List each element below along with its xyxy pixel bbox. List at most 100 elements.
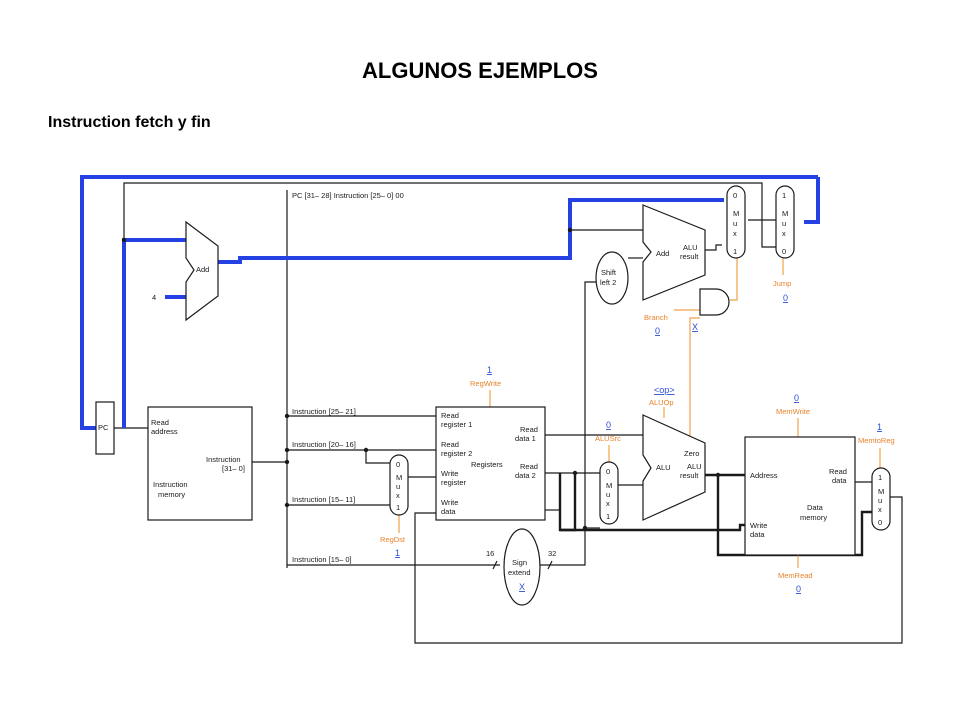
reg-name: Registers	[471, 460, 503, 469]
reg-rr2b: register 2	[441, 449, 472, 458]
signext-l2: extend	[508, 568, 531, 577]
branch-label: Branch	[644, 313, 668, 322]
mux-regdst-m: M	[396, 473, 402, 482]
branch-and-gate	[699, 288, 730, 316]
mux-alusrc-u: u	[606, 490, 610, 499]
imem-name-label: Instruction	[153, 480, 188, 489]
signext-out-bits: 32	[548, 549, 556, 558]
reg-wra: Write	[441, 469, 458, 478]
pc-register: PC	[95, 401, 115, 455]
reg-rr1b: register 1	[441, 420, 472, 429]
mux-jump-u: u	[782, 219, 786, 228]
mux-regdst-bot: 1	[396, 503, 400, 512]
constant-four: 4	[152, 293, 156, 302]
shift-l1: Shift	[601, 268, 617, 277]
mux-memtoreg-u: u	[878, 496, 882, 505]
mux-alusrc-top: 0	[606, 467, 610, 476]
reg-rd1b: data 1	[515, 434, 536, 443]
data-memory: Address Read data Write data Data memory	[744, 436, 856, 556]
dmem-data: data	[832, 476, 847, 485]
mux-alusrc-x: x	[606, 499, 610, 508]
jump-value: 0	[783, 293, 788, 303]
datapath-wires	[114, 182, 903, 644]
dmem-write: Write	[750, 521, 767, 530]
mux-jump-x: x	[782, 229, 786, 238]
alu: ALU Zero ALU result	[642, 414, 706, 521]
reg-wdb: data	[441, 507, 456, 516]
mux-alusrc-m: M	[606, 481, 612, 490]
instruction-memory: Read address Instruction [31– 0] Instruc…	[147, 406, 253, 521]
aluop-label: ALUOp	[649, 398, 674, 407]
aluop-value: <op>	[654, 385, 675, 395]
mux-branch-bot: 1	[733, 247, 737, 256]
reg-rr1a: Read	[441, 411, 459, 420]
shift-l2: left 2	[600, 278, 616, 287]
reg-rd2b: data 2	[515, 471, 536, 480]
branch-alu-label: ALU	[683, 243, 698, 252]
memtoreg-value: 1	[877, 422, 882, 432]
pc-adder: Add 4	[152, 220, 219, 322]
register-file: Read register 1 Read register 2 Write re…	[435, 406, 546, 521]
mux-branch-top: 0	[733, 191, 737, 200]
mux-jump: 1 M u x 0	[775, 185, 795, 259]
mux-branch-m: M	[733, 209, 739, 218]
mux-memtoreg-x: x	[878, 505, 882, 514]
reg-wda: Write	[441, 498, 458, 507]
mux-memtoreg-top: 1	[878, 473, 882, 482]
mux-jump-bot: 0	[782, 247, 786, 256]
mux-memtoreg-bot: 0	[878, 518, 882, 527]
imem-address-label: address	[151, 427, 178, 436]
dmem-write-data: data	[750, 530, 765, 539]
dmem-read: Read	[829, 467, 847, 476]
mux-memtoreg-m: M	[878, 487, 884, 496]
dmem-memory: memory	[800, 513, 827, 522]
mux-memtoreg: 1 M u x 0	[871, 467, 891, 531]
jump-label: Jump	[773, 279, 791, 288]
field-rd: Instruction [15– 11]	[292, 495, 355, 504]
active-path	[80, 175, 820, 430]
junction-dots	[121, 227, 721, 531]
mux-regdst-top: 0	[396, 460, 400, 469]
signext-l1: Sign	[512, 558, 527, 567]
mux-regdst-u: u	[396, 482, 400, 491]
mux-regdst-x: x	[396, 491, 400, 500]
dmem-name: Data	[807, 503, 824, 512]
shift-left-2: Shift left 2	[595, 251, 629, 305]
field-imm: Instruction [15– 0]	[292, 555, 352, 564]
memwrite-label: MemWrite	[776, 407, 810, 416]
regdst-value: 1	[395, 548, 400, 558]
memtoreg-label: MemtoReg	[858, 436, 895, 445]
zero-value: X	[692, 322, 698, 332]
branch-add-label: Add	[656, 249, 669, 258]
mux-branch-x: x	[733, 229, 737, 238]
jump-address-label: PC [31– 28] Instruction [25– 0] 00	[292, 191, 404, 200]
pc-label: PC	[98, 423, 109, 432]
memread-value: 0	[796, 584, 801, 594]
slide-subtitle: Instruction fetch y fin	[48, 114, 211, 131]
field-rt: Instruction [20– 16]	[292, 440, 356, 449]
mux-alusrc: 0 M u x 1	[599, 461, 619, 525]
branch-result-label: result	[680, 252, 699, 261]
mux-alusrc-bot: 1	[606, 512, 610, 521]
imem-memory-label: memory	[158, 490, 185, 499]
reg-rd2a: Read	[520, 462, 538, 471]
slide-title: ALGUNOS EJEMPLOS	[362, 58, 598, 83]
pc-adder-label: Add	[196, 265, 209, 274]
signext-value: X	[519, 582, 525, 592]
regwrite-label: RegWrite	[470, 379, 501, 388]
mux-jump-top: 1	[782, 191, 786, 200]
imem-read-label: Read	[151, 418, 169, 427]
imem-bits-label: [31– 0]	[222, 464, 245, 473]
reg-rr2a: Read	[441, 440, 459, 449]
branch-adder: Add ALU result	[642, 204, 706, 301]
regwrite-value: 1	[487, 365, 492, 375]
imem-out-label: Instruction	[206, 455, 241, 464]
mux-regdst: 0 M u x 1	[389, 454, 409, 516]
alusrc-value: 0	[606, 420, 611, 430]
memread-label: MemRead	[778, 571, 813, 580]
branch-value: 0	[655, 326, 660, 336]
reg-wrb: register	[441, 478, 467, 487]
sign-extend: Sign extend 16 32 X	[486, 528, 556, 606]
alu-label: ALU	[656, 463, 671, 472]
